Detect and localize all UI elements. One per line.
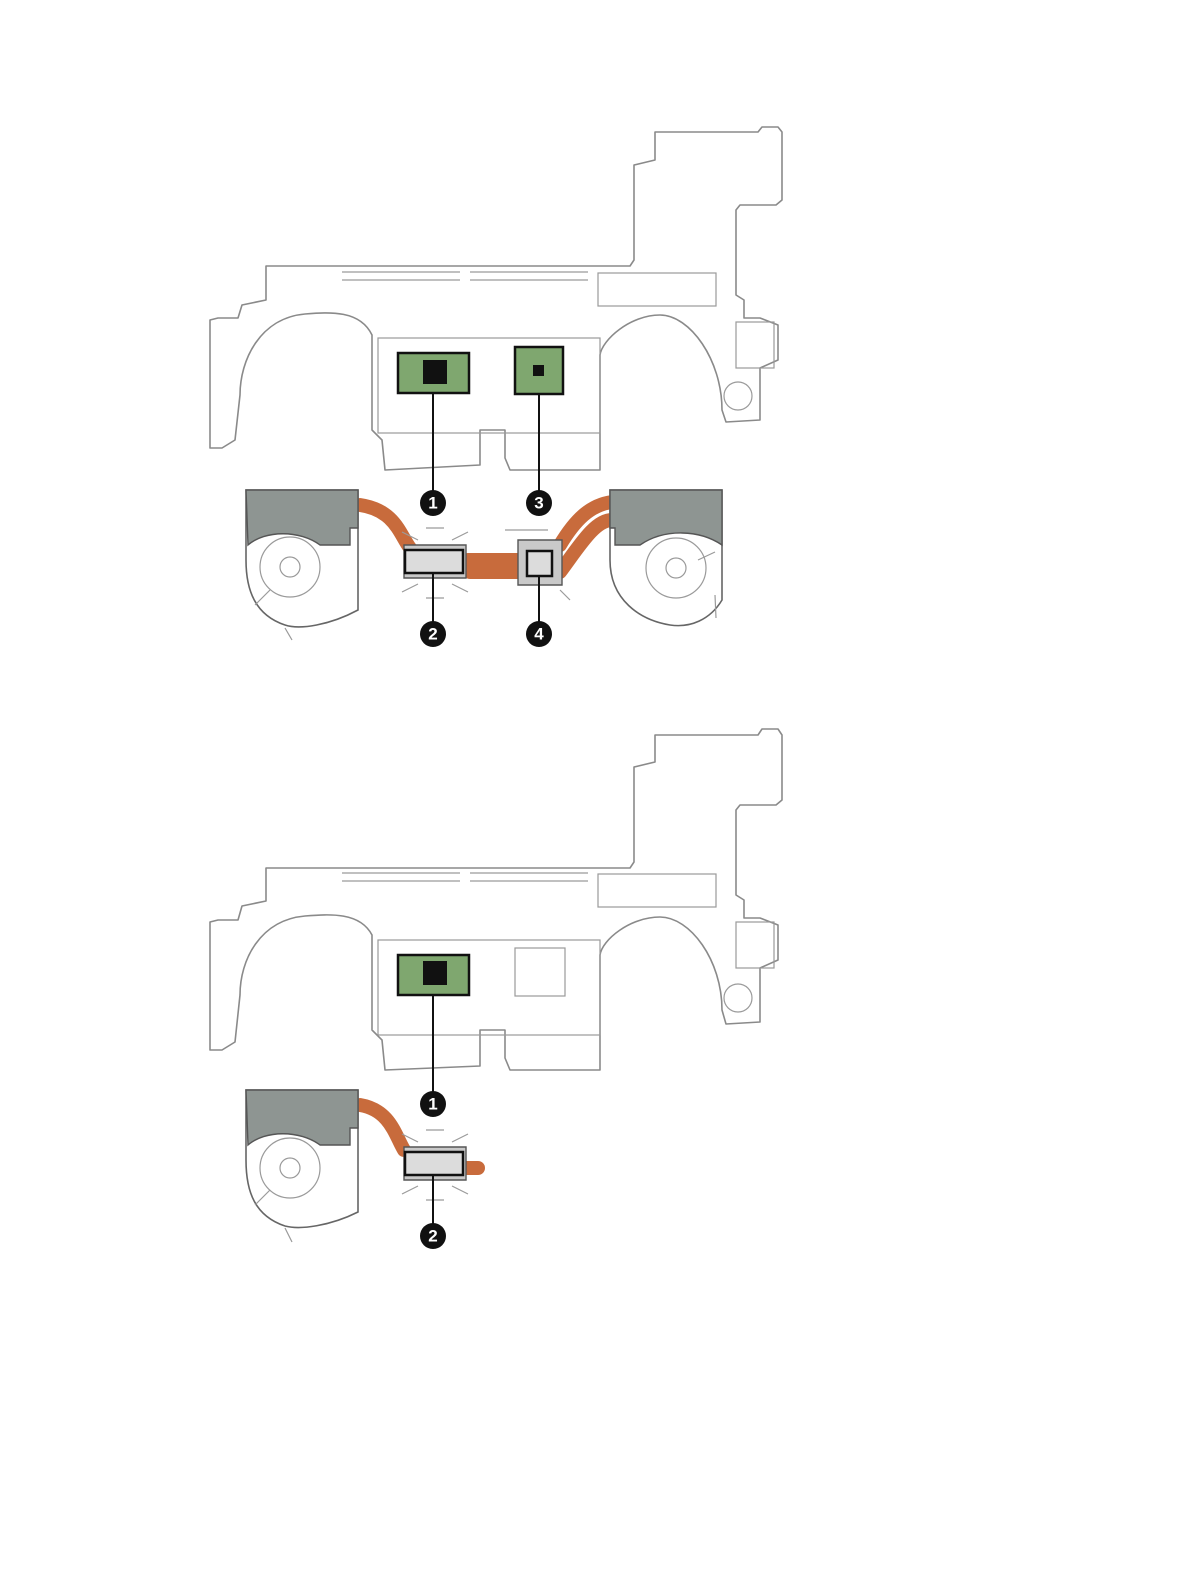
cpu-thermal-pad <box>405 1152 463 1175</box>
processor-die <box>423 360 447 384</box>
svg-text:1: 1 <box>428 494 437 513</box>
callout-4: 4 <box>526 621 552 647</box>
callout-1: 1 <box>420 490 446 516</box>
system-board-outline <box>210 127 782 470</box>
svg-text:1: 1 <box>428 1095 437 1114</box>
svg-text:3: 3 <box>534 494 543 513</box>
callout-3: 3 <box>526 490 552 516</box>
cpu-thermal-pad <box>405 550 463 573</box>
svg-text:2: 2 <box>428 1227 437 1246</box>
callout-1: 1 <box>420 1091 446 1117</box>
graphics-die <box>533 365 544 376</box>
figure-top: 1 3 2 4 <box>210 127 782 647</box>
fan-left-cover <box>246 490 358 545</box>
callout-2: 2 <box>420 1223 446 1249</box>
figure-bottom: 1 2 <box>210 729 782 1249</box>
system-board-outline <box>210 729 782 1070</box>
svg-text:2: 2 <box>428 625 437 644</box>
svg-text:4: 4 <box>534 625 544 644</box>
fan-left-cover <box>246 1090 358 1145</box>
gpu-thermal-pad <box>527 551 552 576</box>
callout-2: 2 <box>420 621 446 647</box>
processor-die <box>423 961 447 985</box>
